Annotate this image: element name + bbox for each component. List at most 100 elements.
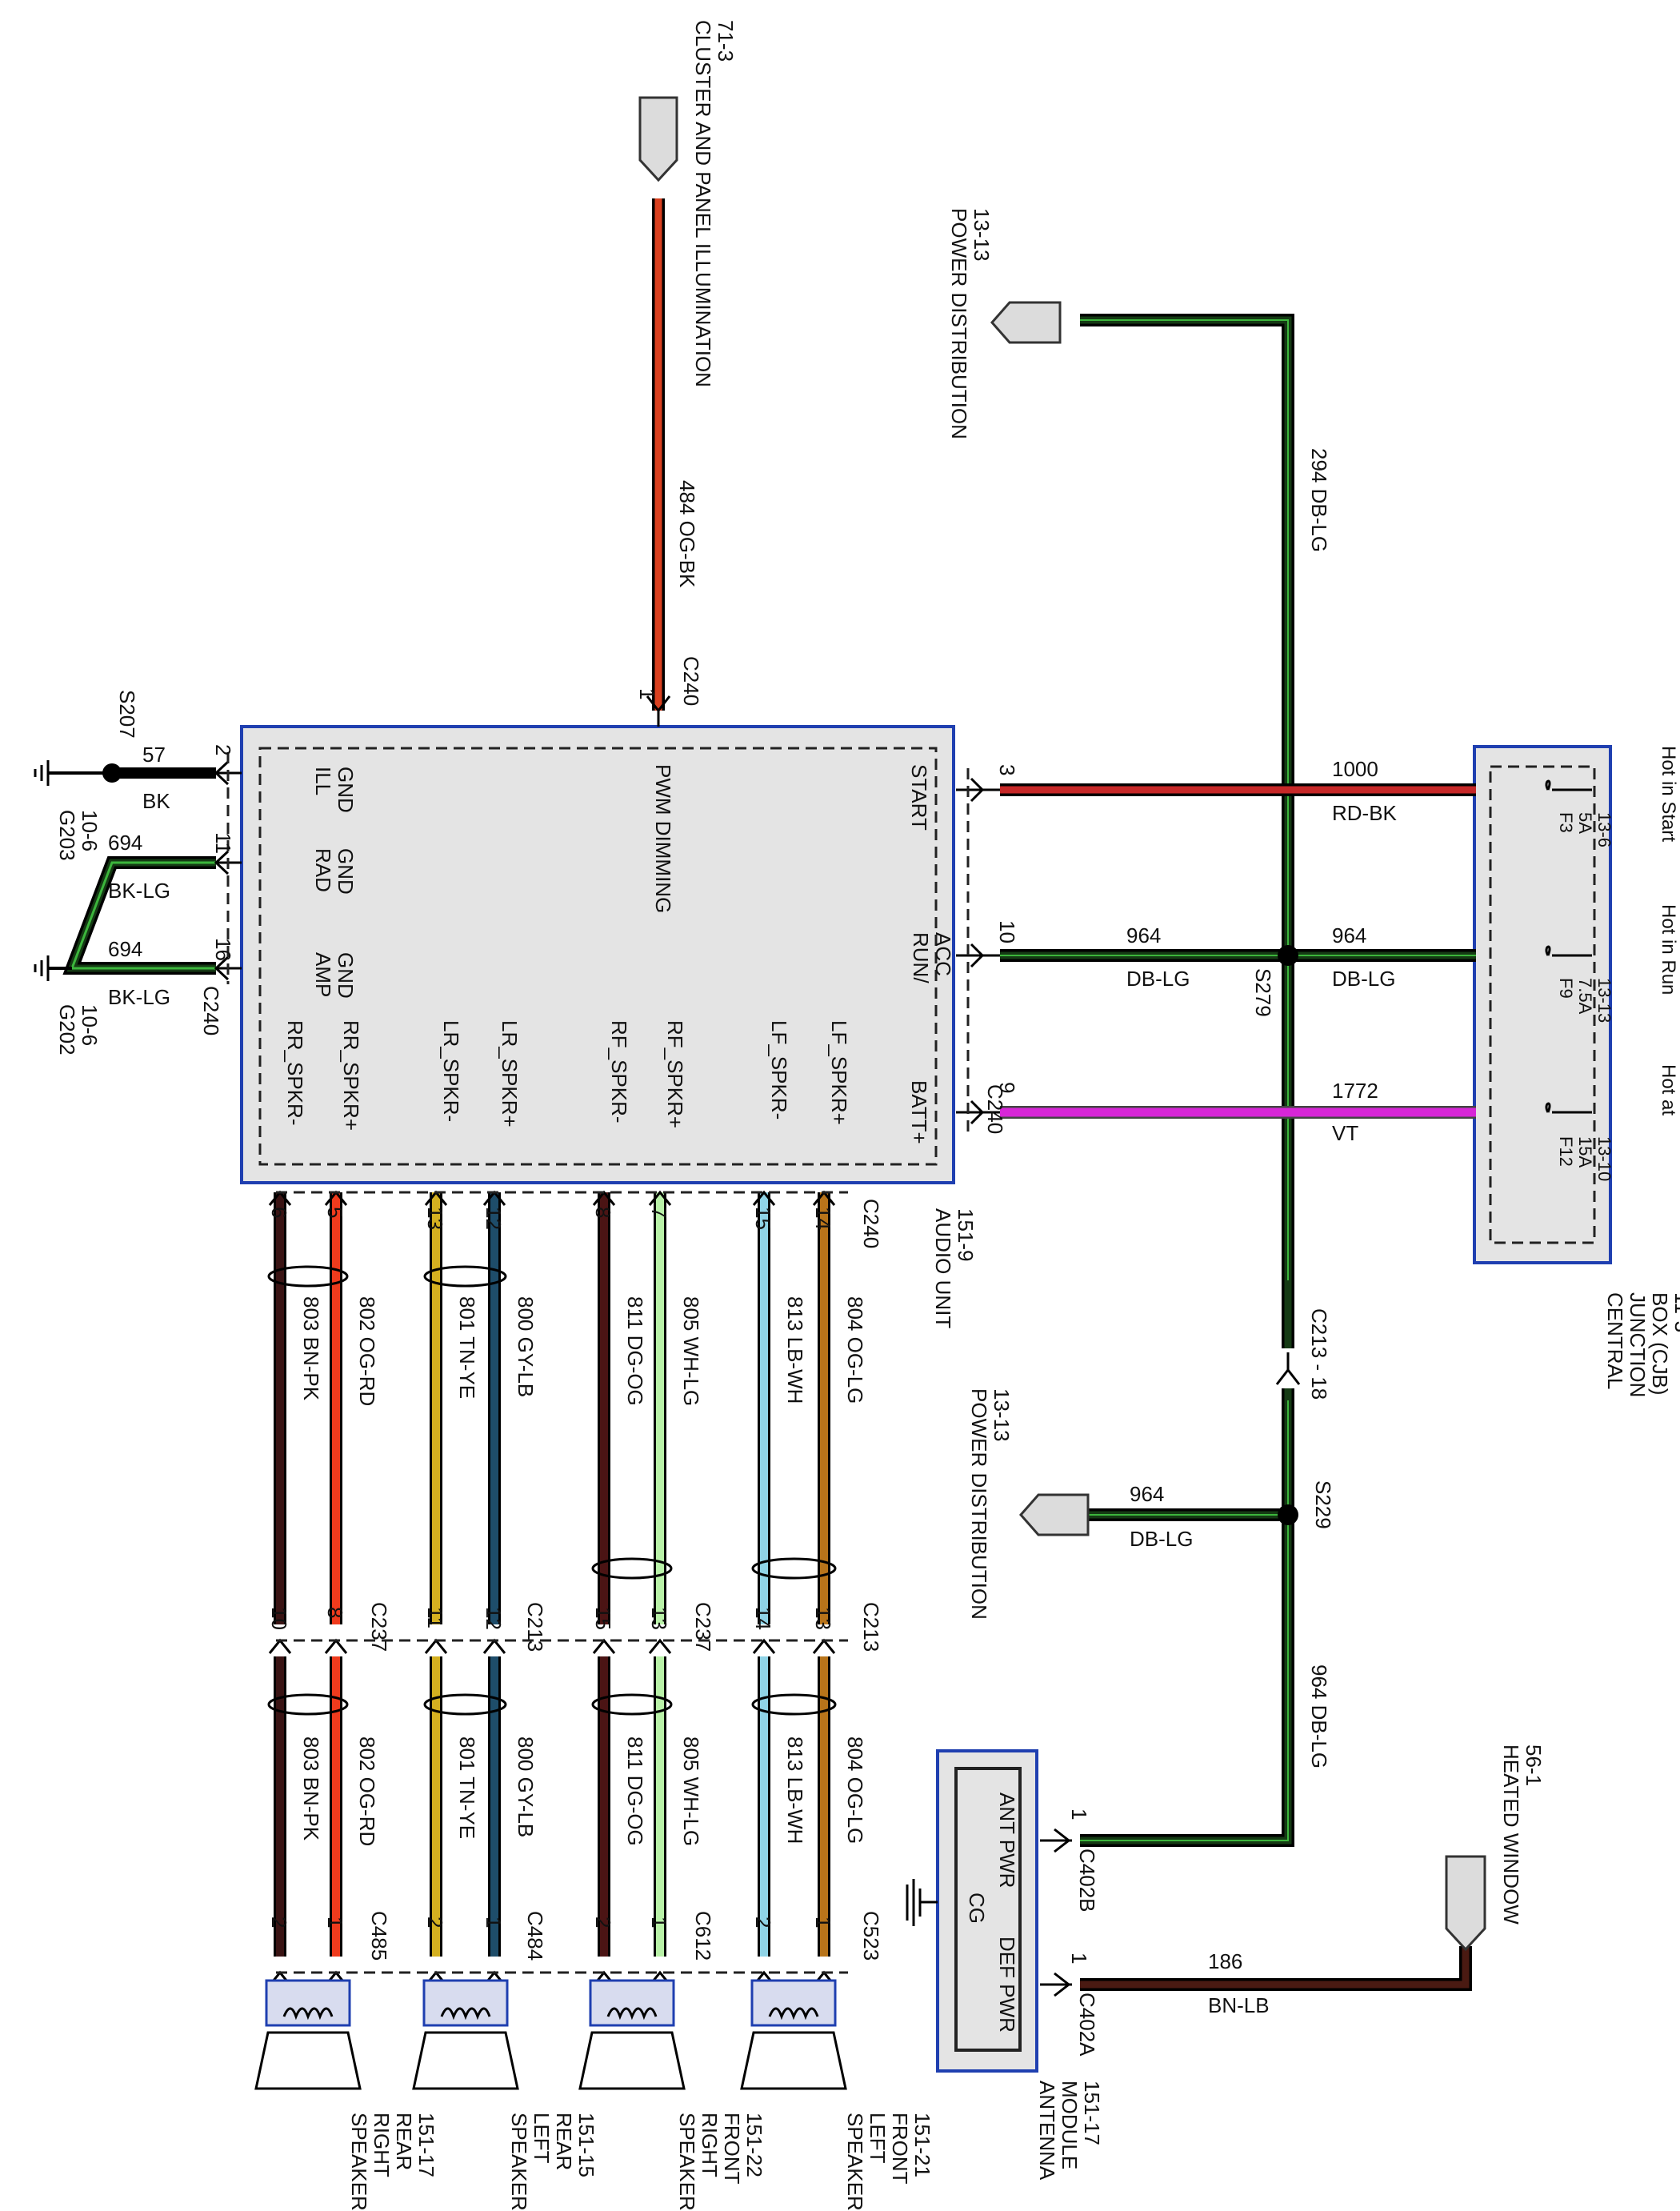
pin-speaker-label: LF_SPKR- [767,1020,791,1120]
speaker-wire-label-top-line: 802 OG-RD [355,1296,379,1406]
pin-speaker: 2 [267,1917,291,1928]
pin-mid: 10 [267,1607,291,1630]
connector-c240-bottom-line: C240 [859,1199,883,1248]
fuse-f9-icon [1545,945,1592,957]
speaker-wire-label-top-line: 811 DG-OG [623,1296,647,1406]
speaker-wire-label-top: 804 OG-LG [843,1296,867,1404]
cjb-label-line: JUNCTION [1626,1292,1650,1397]
splice-s207-label: S207 [115,690,139,739]
pin-audio-bottom-line: 8 [591,1207,615,1218]
pin-1-top: 1 [635,688,659,699]
heated-window-label-line: HEATED WINDOW [1499,1744,1523,1925]
pin-run-acc-label: RUN/ACC [909,932,955,983]
pin-mid: 13 [811,1607,835,1630]
wire-186-circuit: 186 [1208,1949,1242,1973]
pin-mid-line: 8 [323,1607,347,1618]
pin-speaker: 1 [647,1917,671,1928]
speaker-lf-label-line: SPEAKER, [843,2113,867,2211]
pin-ant-pwr-label: ANT PWR [995,1792,1019,1888]
connector-c237-rr-line: C237 [367,1602,391,1652]
pin-speaker: 2 [751,1917,775,1928]
speaker-cone-icon [412,2031,519,2090]
connector-c612-line: C612 [691,1911,715,1961]
speaker-lr-label-line: LEFT [530,2113,554,2164]
pin-mid-line: 13 [647,1607,671,1630]
pin-speaker: 2 [423,1917,447,1928]
power-mid-connector-icon [1019,1493,1090,1536]
pin-audio-bottom: 7 [647,1207,671,1218]
speaker-wire-label-bottom-line: 811 DG-OG [623,1736,647,1846]
wire-964-trunk [1080,1280,1294,1847]
speaker-wire-label-bottom-line: 801 TN-YE [455,1736,479,1839]
connector-arrow [752,1638,776,1654]
pin-16: 16 [211,938,235,961]
connector-arrow [482,1638,506,1654]
connector-c240-top-line: C240 [679,656,703,706]
wire-964-trunk-stripe [1080,1400,1289,1841]
cg-ground-icon [906,1879,938,1926]
pin-mid: 8 [323,1607,347,1618]
connector-c240-left-line: C240 [199,986,223,1035]
connector-c237-rr: C237 [367,1602,391,1652]
pin-amp-gnd-label-line: GND [334,952,358,999]
connector-c213-lr-line: C213 [523,1602,547,1652]
cluster-label-line: 71-3 [714,20,738,62]
cjb-box [1473,745,1612,1264]
speakers [254,1979,847,2090]
pin-speaker-line: 2 [751,1917,775,1928]
pin-10: 10 [995,920,1019,943]
wire-964-left-circuit: 964 [1126,923,1161,947]
wire-1772-color: VT [1332,1121,1358,1145]
pin-speaker-line: 2 [423,1917,447,1928]
wire-294 [1080,314,1294,1280]
pin-mid: 14 [751,1607,775,1630]
c240-batt-arrow [956,1099,1000,1125]
pin-audio-bottom: 15 [751,1207,775,1230]
coil-icon [440,2007,491,2021]
pin-speaker-label: LR_SPKR+ [498,1020,522,1128]
pin-10-line: 10 [995,920,1019,943]
splice-s279-label-line: S279 [1251,968,1275,1017]
splice-s207 [102,763,122,783]
cjb-header-run-line: Hot in Run [1658,904,1679,995]
pin-rad-gnd-label-line: RAD [311,848,335,892]
speaker-wire-label-bottom: 811 DG-OG [623,1736,647,1846]
connector-c213-lr: C213 [523,1602,547,1652]
fuse-f12-label-line: 15A [1575,1136,1595,1168]
speaker-rf-label-line: SPEAKER, [675,2113,699,2211]
splice-s229 [1278,1504,1298,1525]
connector-c612: C612 [691,1911,715,1961]
pin-audio-bottom-line: 7 [647,1207,671,1218]
pin-def-pwr-label-line: DEF PWR [995,1937,1019,2033]
pin-speaker-line: 1 [323,1917,347,1928]
fuse-f3-label-line: 5A [1575,812,1595,834]
speaker-wire-label-bottom-line: 802 OG-RD [355,1736,379,1846]
pin-speaker-label: RR_SPKR- [283,1020,307,1125]
pin-speaker-line: 2 [267,1917,291,1928]
cjb-header-start-line: Hot in Start [1658,746,1679,842]
pin-9-line: 9 [995,1082,1019,1093]
twisted-pair-mark [751,1557,837,1580]
pin-batt-label: BATT+ [907,1080,931,1144]
connector-c240-batt-line: C240 [983,1084,1007,1134]
ground-g203-label-line: 10-6 [78,810,102,851]
cluster-label-line: CLUSTER AND PANEL ILLUMINATION [691,20,715,387]
splice-s229-label: S229 [1311,1480,1335,1529]
pin-cg-label-line: CG [965,1893,989,1924]
g202-ground-icon [34,955,50,981]
twisted-pair-mark [591,1693,673,1716]
pin-pwm-label: PWM DIMMING [651,764,675,913]
wire-57-circuit: 57 [142,743,166,767]
wire-1000-color: RD-BK [1332,801,1398,825]
pin-ant-1a: 1 [1067,1808,1091,1820]
connector-c240-top: C240 [679,656,703,706]
